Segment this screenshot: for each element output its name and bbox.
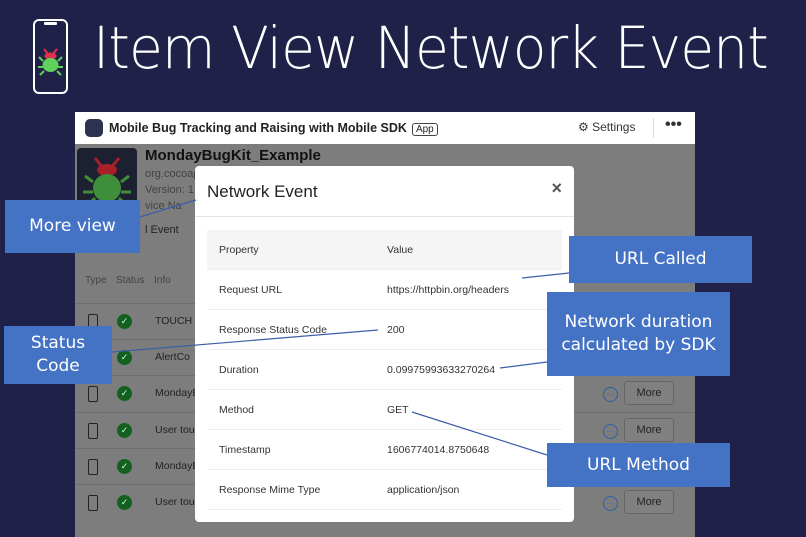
app-title-text: Mobile Bug Tracking and Raising with Mob… <box>109 121 407 135</box>
comment-icon[interactable]: … <box>603 424 618 439</box>
slide-title: Item View Network Event <box>93 14 769 82</box>
property: Response Status Code <box>219 324 327 336</box>
phone-icon <box>88 459 98 475</box>
app-icon <box>85 119 103 137</box>
settings-button[interactable]: ⚙ Settings <box>578 120 635 134</box>
property: Timestamp <box>219 444 271 456</box>
event-info: TOUCH <box>155 315 193 327</box>
callout-line <box>111 329 379 353</box>
header-property: Property <box>219 244 259 256</box>
check-icon: ✓ <box>117 495 132 510</box>
table-row: Response Mime Type application/json <box>207 470 562 510</box>
table-header: Property Value <box>207 230 562 270</box>
property: Response Mime Type <box>219 484 321 496</box>
table-row: Response Status Code 200 <box>207 310 562 350</box>
col-type: Type <box>85 275 107 286</box>
property: Duration <box>219 364 259 376</box>
phone-icon <box>88 495 98 511</box>
phone-bug-logo <box>33 19 68 94</box>
divider <box>653 118 654 138</box>
callout-duration: Network duration calculated by SDK <box>547 292 730 376</box>
modal-title: Network Event <box>207 182 318 201</box>
event-info: MondayE <box>155 460 200 472</box>
comment-icon[interactable]: … <box>603 496 618 511</box>
device-name: vice Na <box>145 200 182 212</box>
event-info: AlertCo <box>155 351 191 363</box>
callout-url-method: URL Method <box>547 443 730 487</box>
value: 1606774014.8750648 <box>387 444 490 456</box>
bug-app-icon <box>77 148 137 208</box>
event-info: User touc <box>155 424 200 436</box>
check-icon: ✓ <box>117 386 132 401</box>
bundle-id: org.cocoap <box>145 168 200 180</box>
app-title: Mobile Bug Tracking and Raising with Mob… <box>109 121 438 136</box>
app-header: Mobile Bug Tracking and Raising with Mob… <box>75 112 695 144</box>
table-row: Duration 0.09975993633270264 <box>207 350 562 390</box>
comment-icon[interactable]: … <box>603 387 618 402</box>
check-icon: ✓ <box>117 423 132 438</box>
table-row: Timestamp 1606774014.8750648 <box>207 430 562 470</box>
property: Request URL <box>219 284 283 296</box>
callout-line <box>499 361 548 369</box>
callout-status-code: Status Code <box>4 326 112 384</box>
check-icon: ✓ <box>117 459 132 474</box>
callout-url-called: URL Called <box>569 236 752 283</box>
gear-icon: ⚙ <box>578 120 589 134</box>
callout-line <box>139 199 197 218</box>
network-event-modal: Network Event × Property Value Request UR… <box>195 166 574 522</box>
more-button[interactable]: More <box>624 490 674 514</box>
settings-label: Settings <box>592 120 636 134</box>
phone-icon <box>88 386 98 402</box>
event-info: User touc <box>155 496 200 508</box>
app-version: Version: 1. <box>145 184 197 196</box>
more-button[interactable]: More <box>624 381 674 405</box>
check-icon: ✓ <box>117 314 132 329</box>
tab-events[interactable]: l Event <box>145 224 179 236</box>
table-row: Request URL https://httpbin.org/headers <box>207 270 562 310</box>
phone-icon <box>88 423 98 439</box>
table-row: Method GET <box>207 390 562 430</box>
callout-line <box>411 411 548 456</box>
col-info: Info <box>154 275 171 286</box>
value: application/json <box>387 484 460 496</box>
more-button[interactable]: More <box>624 418 674 442</box>
callout-line <box>521 272 570 279</box>
app-badge: App <box>411 123 438 136</box>
callout-more-view: More view <box>5 200 140 253</box>
more-menu-button[interactable]: ••• <box>665 116 682 133</box>
app-name: MondayBugKit_Example <box>145 147 321 164</box>
value: 200 <box>387 324 405 336</box>
value: https://httpbin.org/headers <box>387 284 509 296</box>
close-icon[interactable]: × <box>551 178 562 198</box>
value: GET <box>387 404 409 416</box>
event-info: MondayE <box>155 387 200 399</box>
col-status: Status <box>116 275 145 286</box>
header-value: Value <box>387 244 414 256</box>
divider <box>195 216 574 217</box>
check-icon: ✓ <box>117 350 132 365</box>
property: Method <box>219 404 255 416</box>
value: 0.09975993633270264 <box>387 364 496 376</box>
